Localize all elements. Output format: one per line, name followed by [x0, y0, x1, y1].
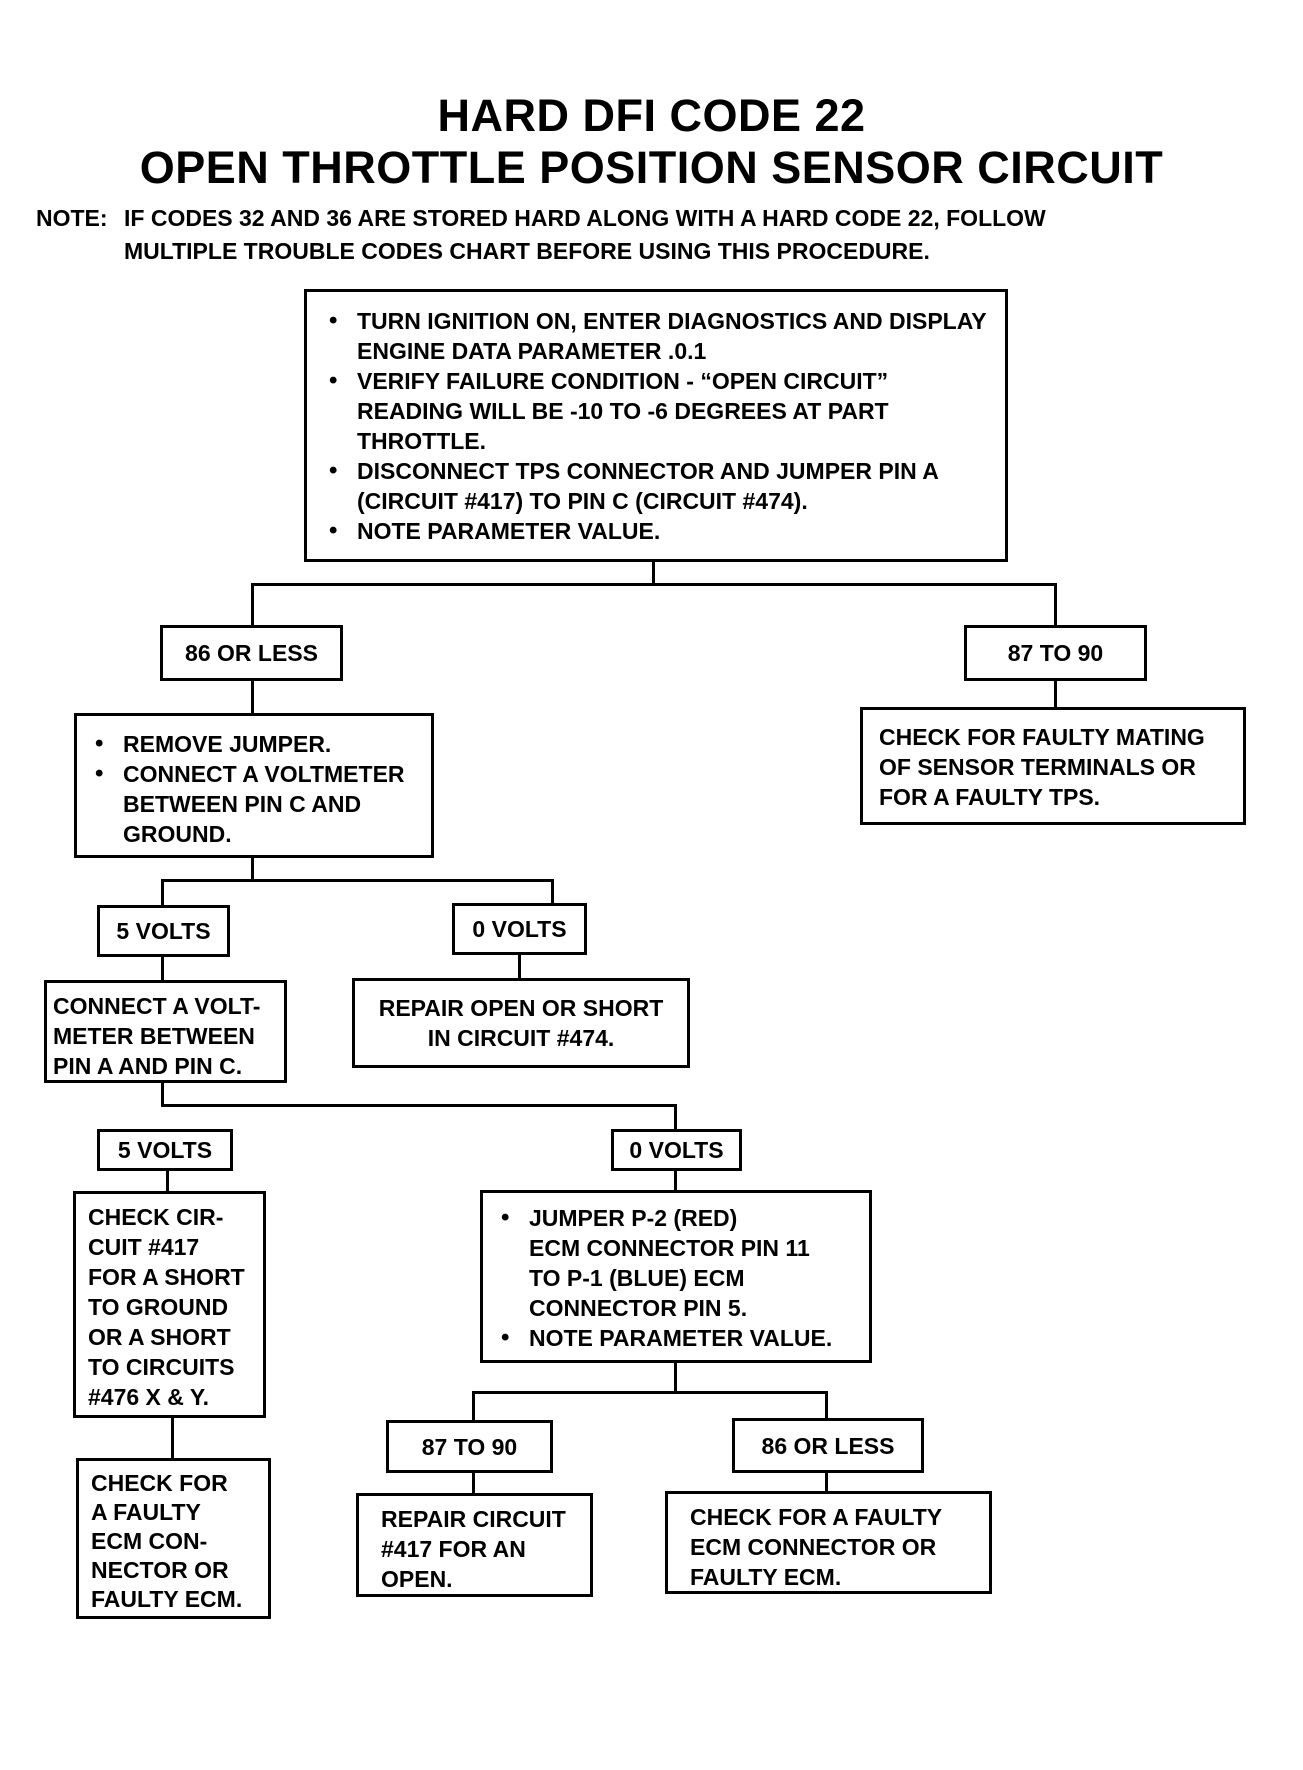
- connector: [161, 957, 164, 982]
- note-label: NOTE:: [36, 205, 108, 231]
- connector: [161, 1104, 677, 1107]
- connector: [825, 1473, 828, 1493]
- repair-circuit-474-box: REPAIR OPEN OR SHORT IN CIRCUIT #474.: [352, 978, 690, 1068]
- connector: [1054, 681, 1057, 709]
- branch-label-86-or-less: 86 OR LESS: [160, 625, 343, 681]
- connector: [674, 1104, 677, 1131]
- start-step: VERIFY FAILURE CONDITION - “OPEN CIRCUIT…: [321, 366, 991, 456]
- connector: [472, 1391, 475, 1422]
- connector: [472, 1391, 828, 1394]
- remove-jumper-box: REMOVE JUMPER. CONNECT A VOLTMETER BETWE…: [74, 713, 434, 858]
- title-line-1: HARD DFI CODE 22: [437, 90, 866, 141]
- connector: [251, 681, 254, 715]
- connector: [161, 1083, 164, 1106]
- connector: [166, 1171, 169, 1193]
- branch-label-0-volts: 0 VOLTS: [611, 1129, 742, 1171]
- connector: [472, 1473, 475, 1495]
- check-mating-tps-box: CHECK FOR FAULTY MATING OF SENSOR TERMIN…: [860, 707, 1246, 825]
- branch-label-5-volts: 5 VOLTS: [97, 905, 230, 957]
- remove-jumper-list: REMOVE JUMPER. CONNECT A VOLTMETER BETWE…: [87, 729, 421, 849]
- branch-label-87-to-90: 87 TO 90: [386, 1420, 553, 1473]
- connector: [518, 955, 521, 980]
- branch-label-0-volts: 0 VOLTS: [452, 903, 587, 955]
- start-step: DISCONNECT TPS CONNECTOR AND JUMPER PIN …: [321, 456, 991, 516]
- note-line-2: MULTIPLE TROUBLE CODES CHART BEFORE USIN…: [124, 238, 930, 264]
- title-line-2: OPEN THROTTLE POSITION SENSOR CIRCUIT: [139, 142, 1164, 193]
- jumper-ecm-step: JUMPER P-2 (RED) ECM CONNECTOR PIN 11 TO…: [493, 1203, 859, 1323]
- connector: [251, 583, 254, 626]
- check-faulty-ecm-connector-box: CHECK FOR A FAULTY ECM CONNECTOR OR FAUL…: [665, 1491, 992, 1594]
- branch-label-87-to-90: 87 TO 90: [964, 625, 1147, 681]
- connector: [1054, 583, 1057, 626]
- note-line-1: IF CODES 32 AND 36 ARE STORED HARD ALONG…: [124, 205, 1046, 231]
- connector: [652, 562, 655, 585]
- repair-circuit-417-open-box: REPAIR CIRCUIT #417 FOR AN OPEN.: [356, 1493, 593, 1597]
- start-step-list: TURN IGNITION ON, ENTER DIAGNOSTICS AND …: [321, 306, 991, 546]
- remove-jumper-step: CONNECT A VOLTMETER BETWEEN PIN C AND GR…: [87, 759, 421, 849]
- remove-jumper-step: REMOVE JUMPER.: [87, 729, 421, 759]
- connector: [674, 1171, 677, 1192]
- start-step-box: TURN IGNITION ON, ENTER DIAGNOSTICS AND …: [304, 289, 1008, 562]
- jumper-ecm-connector-box: JUMPER P-2 (RED) ECM CONNECTOR PIN 11 TO…: [480, 1190, 872, 1363]
- connector: [161, 879, 164, 906]
- check-faulty-ecm-box: CHECK FOR A FAULTY ECM CON- NECTOR OR FA…: [76, 1458, 271, 1619]
- jumper-ecm-step: NOTE PARAMETER VALUE.: [493, 1323, 859, 1353]
- check-circuit-417-short-box: CHECK CIR- CUIT #417 FOR A SHORT TO GROU…: [73, 1191, 266, 1418]
- start-step: TURN IGNITION ON, ENTER DIAGNOSTICS AND …: [321, 306, 991, 366]
- connector: [171, 1418, 174, 1460]
- jumper-ecm-list: JUMPER P-2 (RED) ECM CONNECTOR PIN 11 TO…: [493, 1203, 859, 1353]
- connect-voltmeter-pin-a-c-box: CONNECT A VOLT- METER BETWEEN PIN A AND …: [44, 980, 287, 1083]
- connector: [161, 879, 554, 882]
- branch-label-5-volts: 5 VOLTS: [97, 1129, 233, 1171]
- connector: [674, 1363, 677, 1393]
- branch-label-86-or-less: 86 OR LESS: [732, 1418, 924, 1473]
- connector: [825, 1391, 828, 1422]
- connector: [251, 583, 1057, 586]
- start-step: NOTE PARAMETER VALUE.: [321, 516, 991, 546]
- connector: [251, 858, 254, 881]
- connector: [551, 879, 554, 906]
